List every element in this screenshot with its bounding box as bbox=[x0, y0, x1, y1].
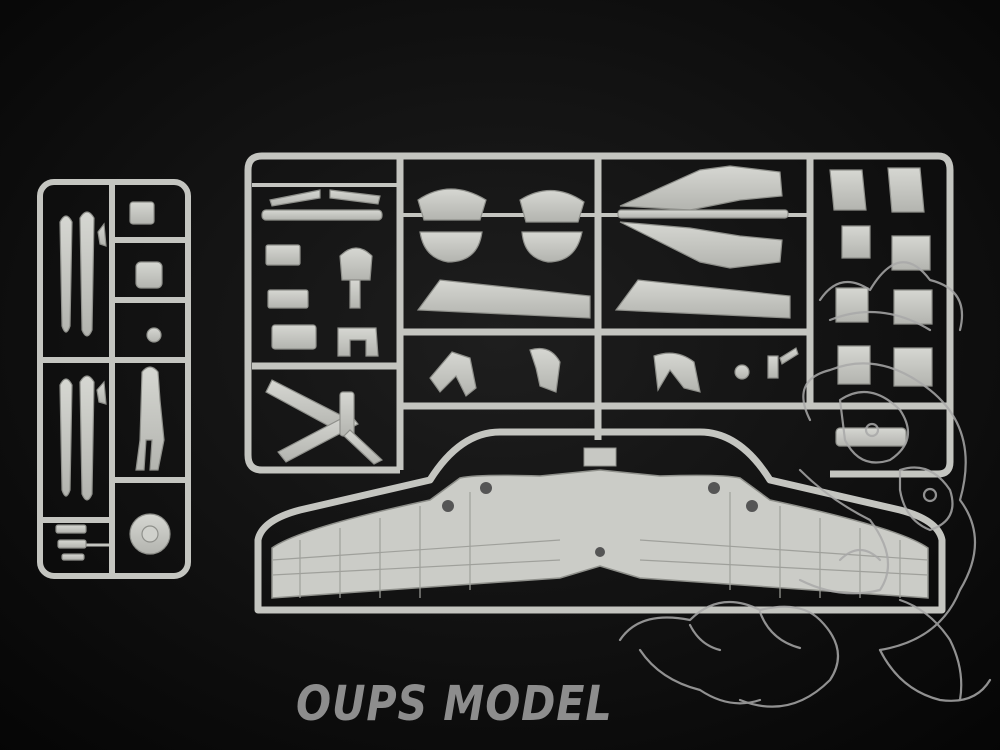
left-sprue bbox=[37, 179, 191, 579]
wing bbox=[271, 447, 929, 599]
watermark-text: OUPS MODEL bbox=[296, 676, 613, 732]
main-sprue-frame bbox=[244, 152, 954, 478]
left-sprue-parts bbox=[55, 201, 171, 561]
cartoon-character-outline-icon bbox=[618, 261, 992, 708]
wing-sprue-frame bbox=[254, 406, 946, 614]
